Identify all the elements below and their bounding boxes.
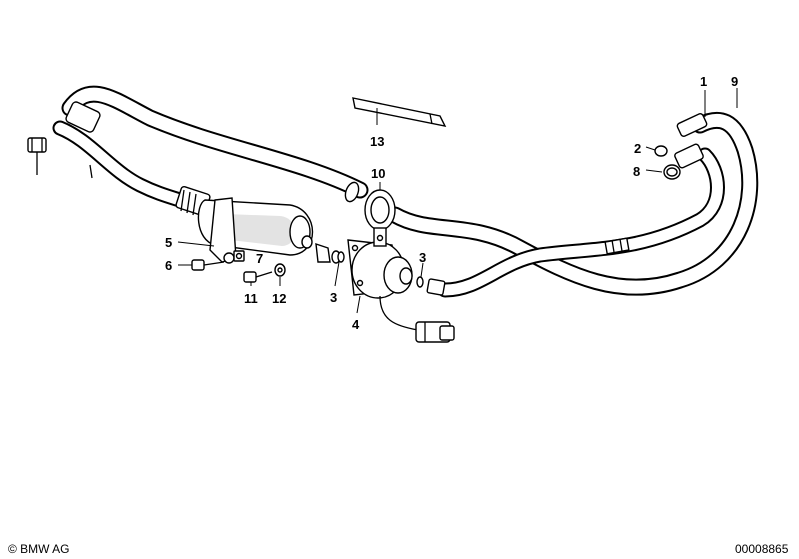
tool-wedge [352, 97, 447, 127]
fuel-filter [175, 185, 314, 256]
callout-10: 10 [371, 166, 385, 181]
sealing-ring-3 [337, 251, 424, 288]
upper-fuel-hose [61, 85, 369, 199]
hose-end [344, 181, 360, 203]
copyright-text: © BMW AG [8, 542, 70, 556]
callout-8: 8 [633, 164, 640, 179]
callout-11: 11 [244, 291, 258, 306]
o-ring-8 [663, 164, 681, 180]
callout-3-left: 3 [330, 290, 337, 305]
callout-4: 4 [352, 317, 360, 332]
diagram-number: 00008865 [735, 542, 789, 556]
o-ring-2 [654, 145, 668, 157]
callout-6: 6 [165, 258, 172, 273]
callout-9: 9 [731, 74, 738, 89]
callout-13: 13 [370, 134, 384, 149]
return-hose [386, 111, 759, 296]
fuel-pump [315, 239, 455, 343]
nut-7 [233, 250, 245, 262]
pipe-fitting-1 [674, 113, 708, 169]
washer-12 [274, 263, 286, 277]
left-pipe-fitting [27, 101, 101, 179]
callout-12: 12 [272, 291, 286, 306]
hose-clamp [364, 189, 396, 247]
hose-coupling [604, 237, 630, 255]
callout-3-right: 3 [419, 250, 426, 265]
outlet-fitting [426, 278, 446, 296]
bolt-11 [243, 271, 273, 283]
filter-bracket [209, 197, 237, 264]
callout-7: 7 [256, 251, 263, 266]
callout-2: 2 [634, 141, 641, 156]
bolt-6 [191, 259, 225, 271]
callout-5: 5 [165, 235, 172, 250]
leader-lines [177, 88, 738, 314]
callout-1: 1 [700, 74, 707, 89]
lower-fuel-hose [52, 120, 203, 213]
